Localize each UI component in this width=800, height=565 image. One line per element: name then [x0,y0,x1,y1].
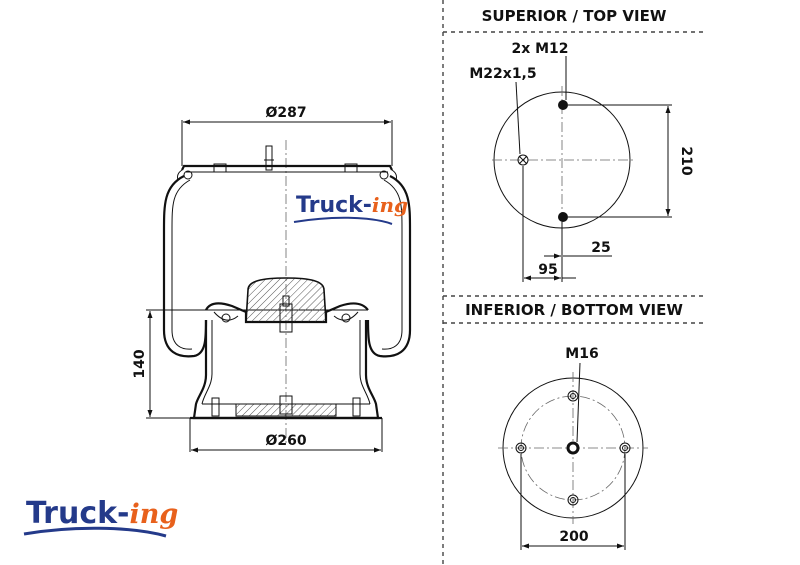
stud-top [558,100,568,110]
svg-text:Truck-ing: Truck-ing [296,193,408,218]
top-plate [181,164,393,171]
side-view [162,140,412,445]
base-diameter-label: 200 [559,529,588,545]
center-thread [566,441,580,455]
offset-small-label: 25 [591,240,610,256]
thread-label: M16 [565,346,598,362]
top-stud [265,145,273,171]
logo-main-text: Truck- [26,496,130,531]
stud-bottom [558,212,568,222]
rubber-bellow [162,175,208,358]
bottom-view-heading: INFERIOR / BOTTOM VIEW [465,301,683,319]
top-diameter-label: Ø287 [265,105,306,121]
view-separators [442,0,705,565]
top-view-heading: SUPERIOR / TOP VIEW [482,7,667,25]
bottom-diameter-label: Ø260 [265,433,306,449]
bellow-brand: Truck-ing [293,193,408,225]
bellow-brand-suffix: ing [372,193,408,217]
height-label: 140 [132,349,148,378]
bellow-brand-main: Truck- [296,193,372,218]
svg-text:Truck-ing: Truck-ing [26,496,178,531]
bottom-view: INFERIOR / BOTTOM VIEW M16 200 [465,301,683,550]
air-inlet-label: M22x1,5 [469,66,536,82]
air-inlet [517,154,529,166]
logo-suffix-text: ing [130,499,179,530]
studs-label: 2x M12 [511,41,568,57]
stud-spacing-label: 210 [678,146,694,175]
side-dimensions: Ø287 Ø260 140 [132,105,393,453]
mounting-holes [515,390,631,506]
bump-stop [245,277,327,323]
brand-logo: Truck-ing [23,496,178,538]
offset-large-label: 95 [538,262,557,278]
top-view: SUPERIOR / TOP VIEW 2x M12 M22x1,5 210 2… [469,7,694,282]
